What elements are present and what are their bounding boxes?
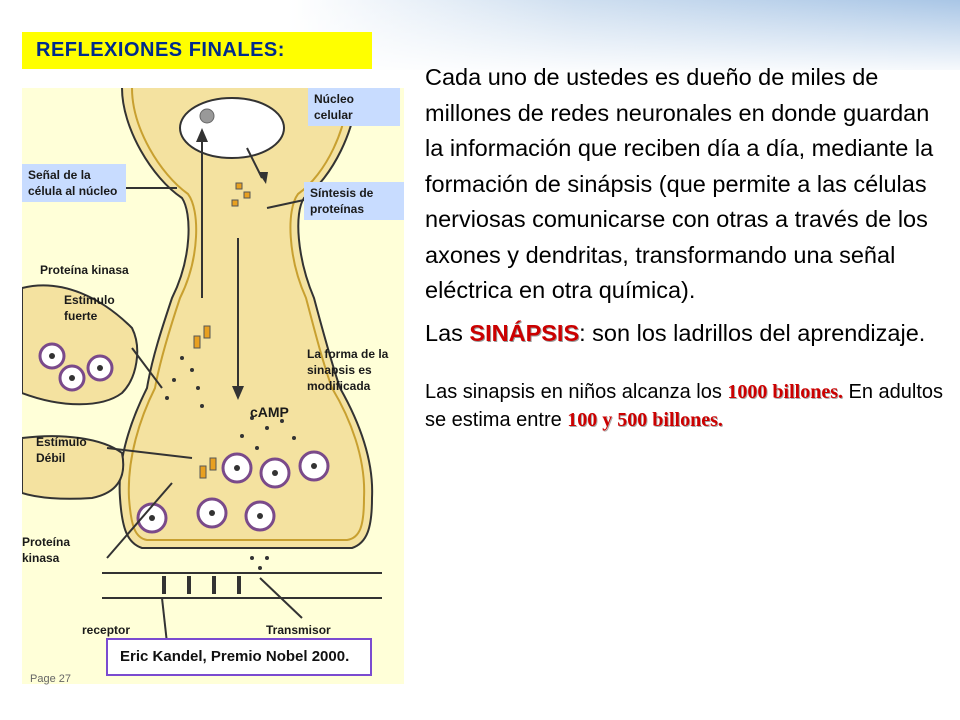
label-sintesis-proteinas: Síntesis de proteínas	[304, 182, 404, 220]
synapse-diagram: Núcleo celular Señal de la célula al núc…	[22, 88, 404, 684]
credit-text: Eric Kandel, Premio Nobel 2000.	[120, 648, 350, 665]
synapse-illustration	[22, 88, 382, 644]
label-estimulo-fuerte: Estímulo fuerte	[64, 293, 115, 323]
label-proteina-kinasa-top: Proteína kinasa	[40, 263, 129, 277]
label-proteina-kinasa-bottom: Proteína kinasa	[22, 535, 71, 565]
paragraph3-part2: En adultos se estima entre	[425, 381, 944, 431]
paragraph2-prefix: Las	[425, 319, 470, 346]
paragraph-redes-neuronales: Cada uno de ustedes es dueño de miles de…	[425, 64, 934, 303]
label-transmisor: Transmisor	[266, 623, 331, 637]
paragraph2-suffix: : son los ladrillos del aprendizaje.	[579, 319, 926, 346]
credit-box: Eric Kandel, Premio Nobel 2000.	[106, 638, 372, 676]
label-estimulo-debil: Estímulo Débil	[36, 435, 87, 465]
keyword-sinapsis: SINÁPSIS	[469, 319, 580, 346]
label-forma-sinapsis: La forma de la sinapsis es modificada	[307, 347, 389, 393]
label-camp: cAMP	[250, 404, 289, 420]
paragraph-sinapsis: Las SINÁPSIS: son los ladrillos del apre…	[425, 316, 947, 352]
label-nucleo-celular: Núcleo celular	[308, 88, 400, 126]
main-text: Cada uno de ustedes es dueño de miles de…	[425, 60, 947, 434]
paragraph3-part1: Las sinapsis en niños alcanza los	[425, 381, 728, 403]
highlight-100-500-billones: 100 y 500 billones.	[567, 409, 723, 431]
slide-title: REFLEXIONES FINALES:	[36, 39, 285, 61]
label-receptor: receptor	[82, 623, 131, 637]
paragraph-billones: Las sinapsis en niños alcanza los 1000 b…	[425, 378, 947, 434]
page-number: Page 27	[30, 673, 71, 685]
highlight-1000-billones: 1000 billones.	[727, 381, 843, 403]
title-box: REFLEXIONES FINALES:	[22, 32, 372, 69]
label-senal-nucleo: Señal de la célula al núcleo	[22, 164, 126, 202]
